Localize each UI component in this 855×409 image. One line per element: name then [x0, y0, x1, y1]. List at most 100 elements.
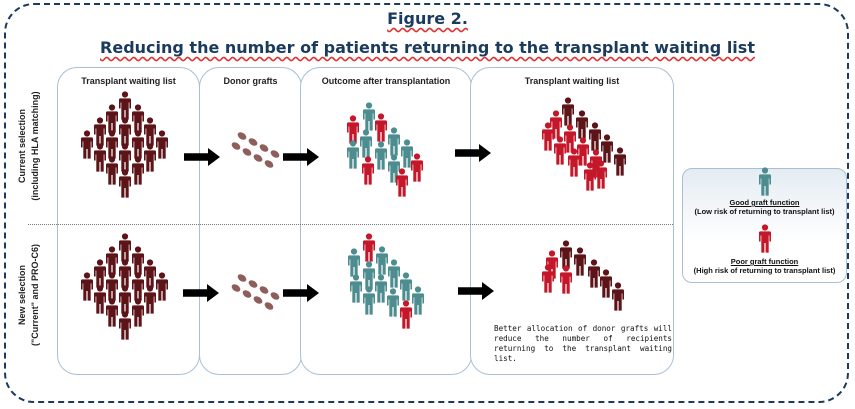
- person-icon: [375, 274, 387, 303]
- person-icon: [94, 285, 106, 314]
- person-icon: [412, 286, 424, 315]
- person-icon: [144, 285, 156, 314]
- person-icon: [600, 269, 612, 298]
- kidney-graft-icon: [230, 140, 242, 152]
- person-icon: [347, 140, 359, 169]
- person-icon: [387, 288, 399, 317]
- person-icon: [132, 272, 144, 301]
- person-icon: [574, 247, 586, 276]
- kidney-graft-icon: [252, 152, 264, 164]
- column-header-outcome: Outcome after transplantation: [321, 76, 451, 86]
- kidney-graft-icon: [263, 158, 275, 170]
- person-icon: [156, 130, 168, 159]
- right-arrow-icon: [183, 284, 219, 302]
- kidney-graft-icon: [258, 284, 270, 296]
- kidney-graft-icon: [241, 146, 253, 158]
- right-arrow-icon: [283, 284, 319, 302]
- person-icon: [562, 97, 574, 126]
- person-icon: [560, 240, 572, 269]
- kidney-graft-icon: [236, 272, 248, 284]
- person-icon: [588, 259, 600, 288]
- panel-waiting-list-after: Transplant waiting list: [470, 67, 674, 375]
- person-icon: [589, 122, 601, 151]
- person-icon: [411, 153, 423, 182]
- person-icon: [106, 246, 118, 275]
- person-icon: [156, 272, 168, 301]
- right-arrow-icon: [184, 148, 220, 166]
- person-icon: [362, 156, 374, 185]
- person-icon: [375, 113, 387, 142]
- person-icon: [144, 143, 156, 172]
- person-icon: [119, 259, 131, 288]
- person-icon: [144, 117, 156, 146]
- right-arrow-icon: [455, 144, 491, 162]
- person-icon: [396, 168, 408, 197]
- kidney-graft-icon: [230, 282, 242, 294]
- person-icon: [363, 261, 375, 290]
- person-icon: [376, 246, 388, 275]
- right-arrow-icon: [458, 282, 494, 300]
- person-icon: [119, 143, 131, 172]
- figure-frame: [4, 3, 849, 403]
- person-icon: [614, 147, 626, 176]
- person-icon: [144, 259, 156, 288]
- person-icon: [388, 259, 400, 288]
- legend-good: Good graft function (Low risk of returni…: [694, 198, 835, 216]
- person-icon: [119, 169, 131, 198]
- person-icon: [388, 127, 400, 156]
- kidney-graft-icon: [269, 148, 281, 160]
- panel-donor-grafts: Donor grafts: [199, 67, 302, 375]
- person-icon: [81, 272, 93, 301]
- kidney-graft-icon: [258, 142, 270, 154]
- person-icon: [363, 286, 375, 315]
- person-icon: [400, 300, 412, 329]
- person-icon: [132, 104, 144, 133]
- person-icon: [119, 91, 131, 120]
- person-icon: [560, 265, 572, 294]
- person-icon: [119, 117, 131, 146]
- column-header-waiting-list: Transplant waiting list: [81, 76, 176, 86]
- person-icon: [363, 233, 375, 262]
- person-icon: [542, 122, 554, 151]
- person-icon: [576, 110, 588, 139]
- person-icon: [550, 110, 562, 139]
- person-icon: [81, 130, 93, 159]
- person-icon: [94, 143, 106, 172]
- person-icon: [375, 141, 387, 170]
- person-icon: [132, 156, 144, 185]
- person-icon: [119, 285, 131, 314]
- person-icon: [759, 167, 771, 196]
- kidney-graft-icon: [247, 136, 259, 148]
- kidney-graft-icon: [247, 278, 259, 290]
- person-icon: [106, 156, 118, 185]
- person-icon: [759, 224, 771, 253]
- person-icon: [350, 274, 362, 303]
- person-icon: [400, 272, 412, 301]
- person-icon: [347, 115, 359, 144]
- person-icon: [348, 248, 360, 277]
- person-icon: [106, 298, 118, 327]
- figure-label: Figure 2.: [387, 9, 468, 28]
- person-icon: [94, 259, 106, 288]
- kidney-graft-icon: [263, 300, 275, 312]
- figure-title: Reducing the number of patients returnin…: [100, 38, 755, 57]
- person-icon: [132, 298, 144, 327]
- person-icon: [132, 246, 144, 275]
- person-icon: [119, 311, 131, 340]
- person-icon: [106, 272, 118, 301]
- right-arrow-icon: [283, 148, 319, 166]
- person-icon: [106, 130, 118, 159]
- person-icon: [363, 102, 375, 131]
- kidney-graft-icon: [241, 288, 253, 300]
- kidney-graft-icon: [252, 294, 264, 306]
- column-header-waiting-list-after: Transplant waiting list: [524, 76, 620, 86]
- person-icon: [601, 134, 613, 163]
- person-icon: [106, 104, 118, 133]
- row-divider: [28, 224, 673, 225]
- allocation-note: Better allocation of donor grafts will r…: [494, 324, 672, 363]
- kidney-graft-icon: [269, 290, 281, 302]
- person-icon: [94, 117, 106, 146]
- person-icon: [360, 129, 372, 158]
- legend-poor: Poor graft function (High risk of return…: [693, 257, 836, 275]
